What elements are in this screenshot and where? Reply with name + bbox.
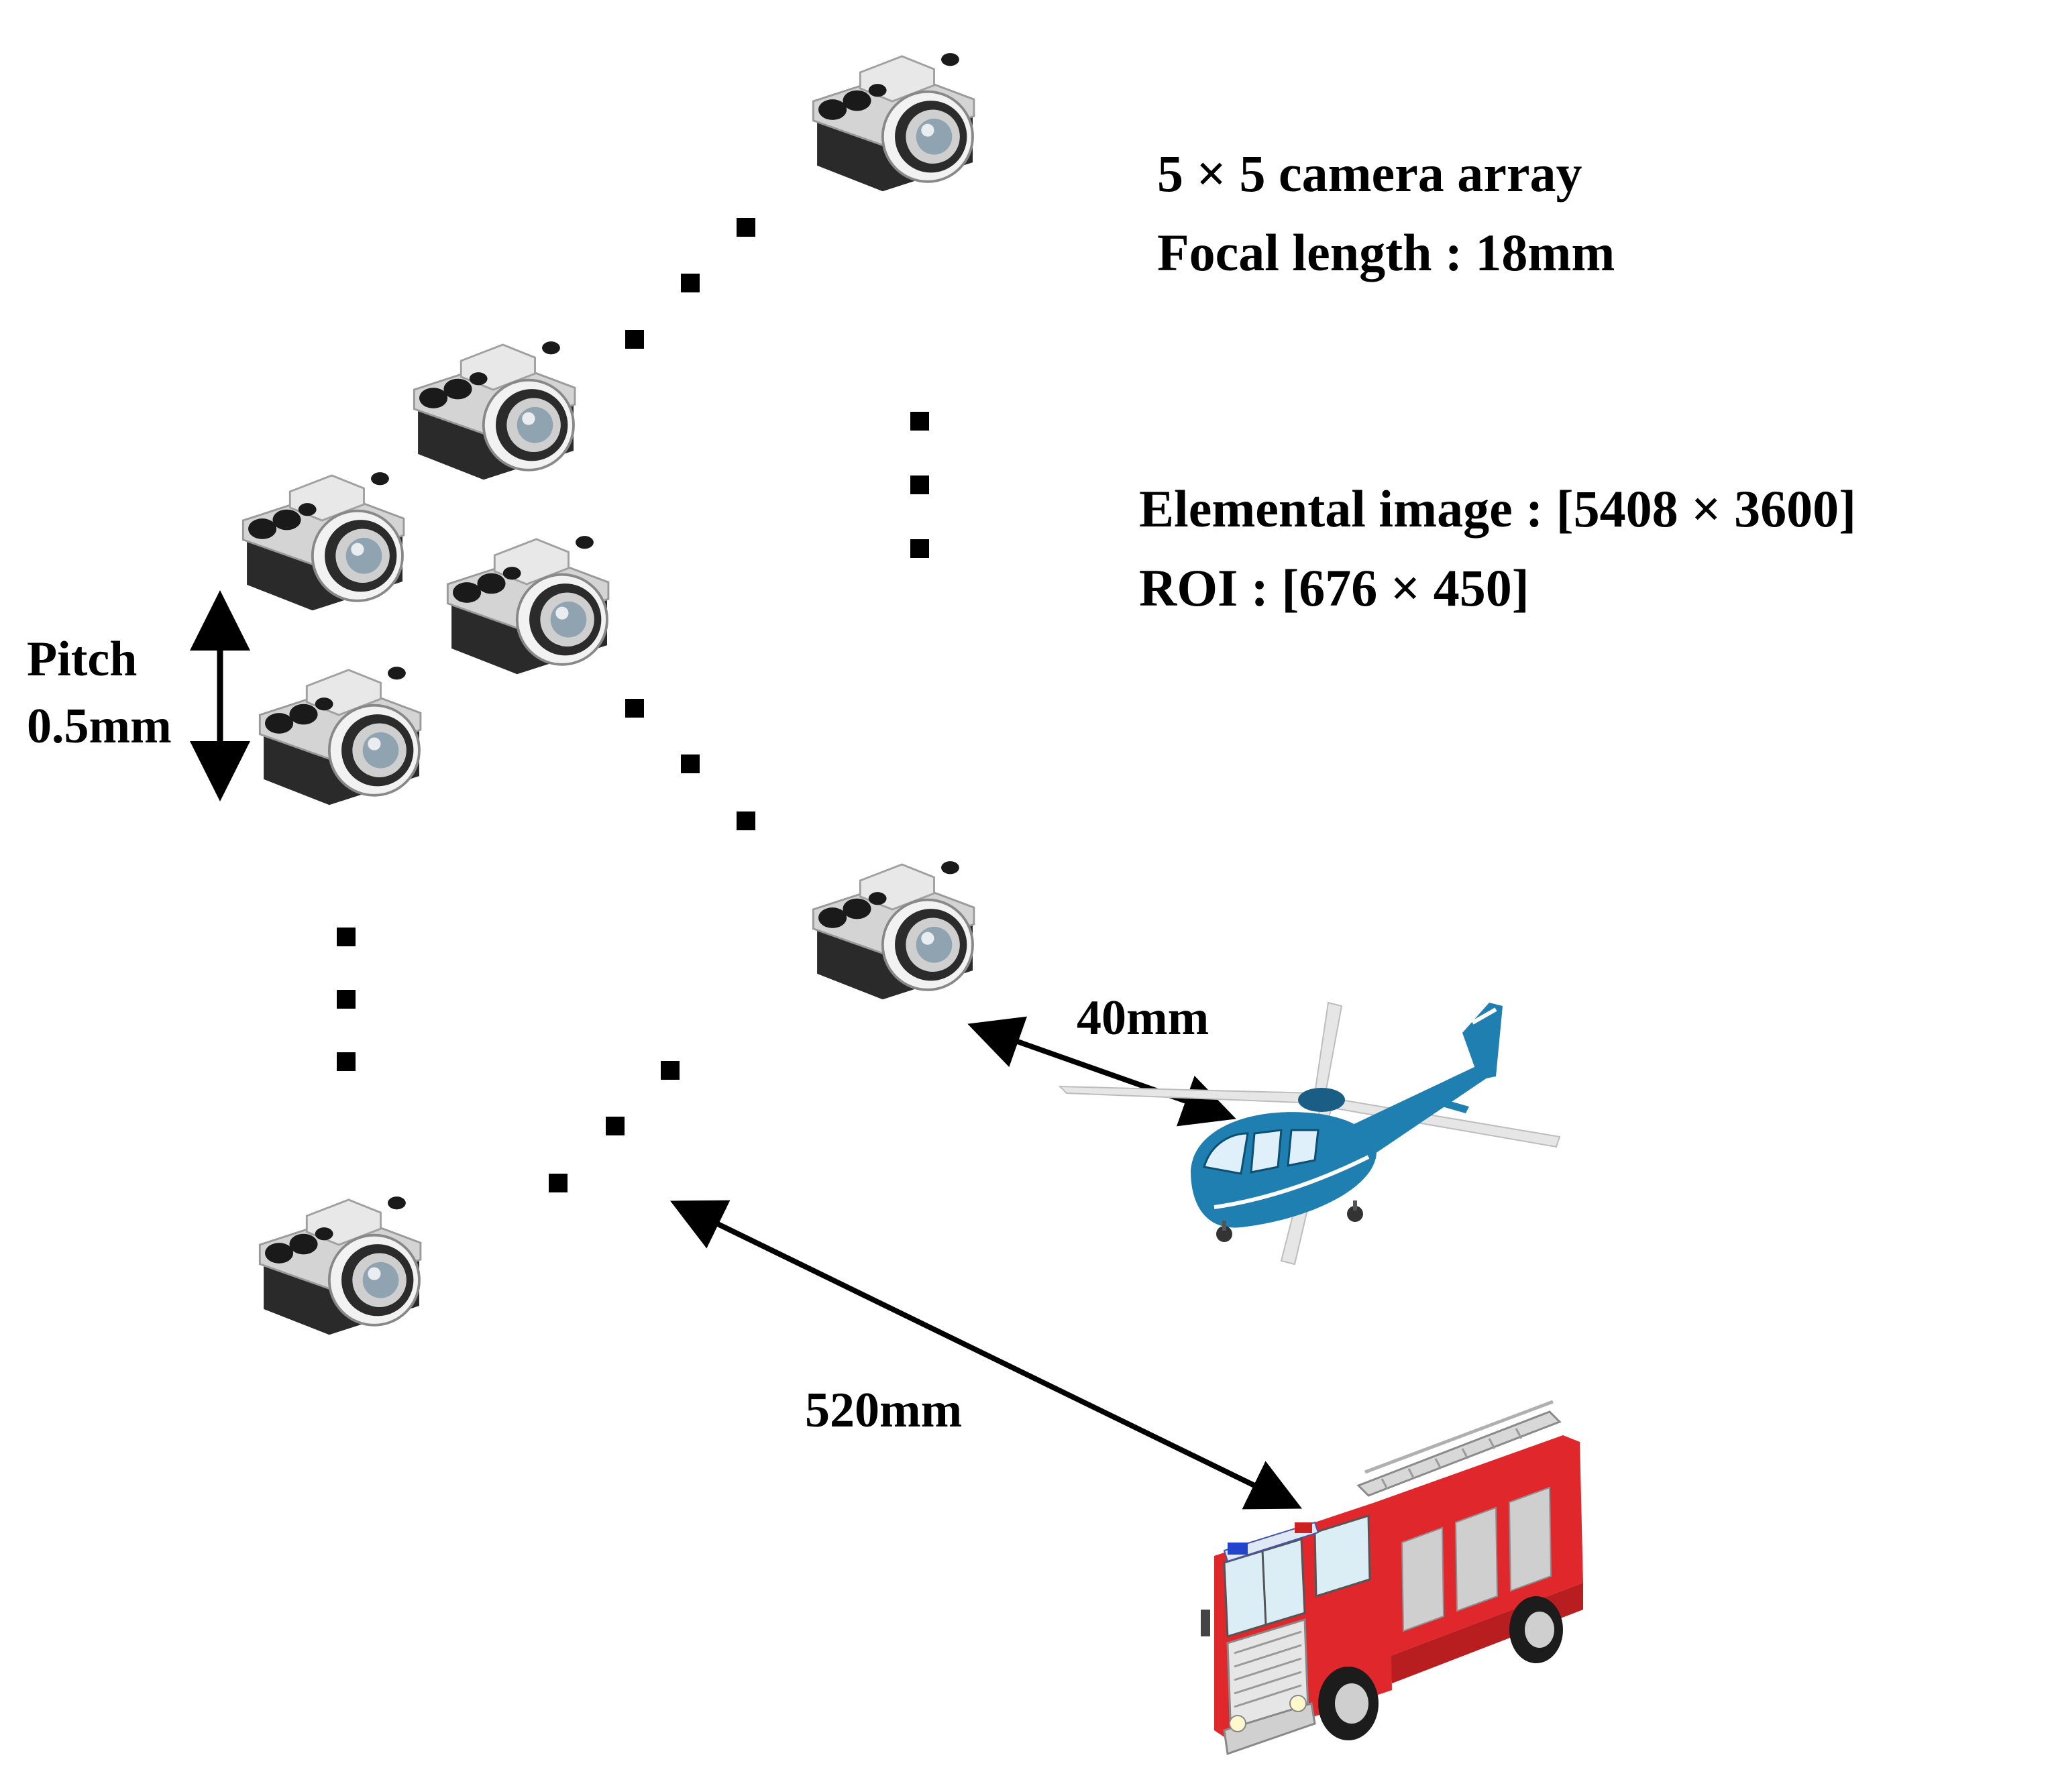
helicopter-icon — [1058, 1001, 1561, 1266]
focal-length-label: Focal length : 18mm — [1157, 223, 1615, 282]
roi-label: ROI : [676 × 450] — [1139, 559, 1529, 617]
distance-label-520mm: 520mm — [805, 1383, 963, 1438]
pitch-value: 0.5mm — [27, 699, 172, 754]
fire-truck-icon — [1201, 1400, 1583, 1756]
distance-label-40mm: 40mm — [1077, 991, 1209, 1046]
distance-arrow-520mm — [670, 1200, 1302, 1510]
pitch-label: Pitch — [27, 632, 138, 687]
elemental-image-label: Elemental image : [5408 × 3600] — [1139, 480, 1857, 538]
camera-array-label: 5 × 5 camera array — [1157, 144, 1582, 203]
